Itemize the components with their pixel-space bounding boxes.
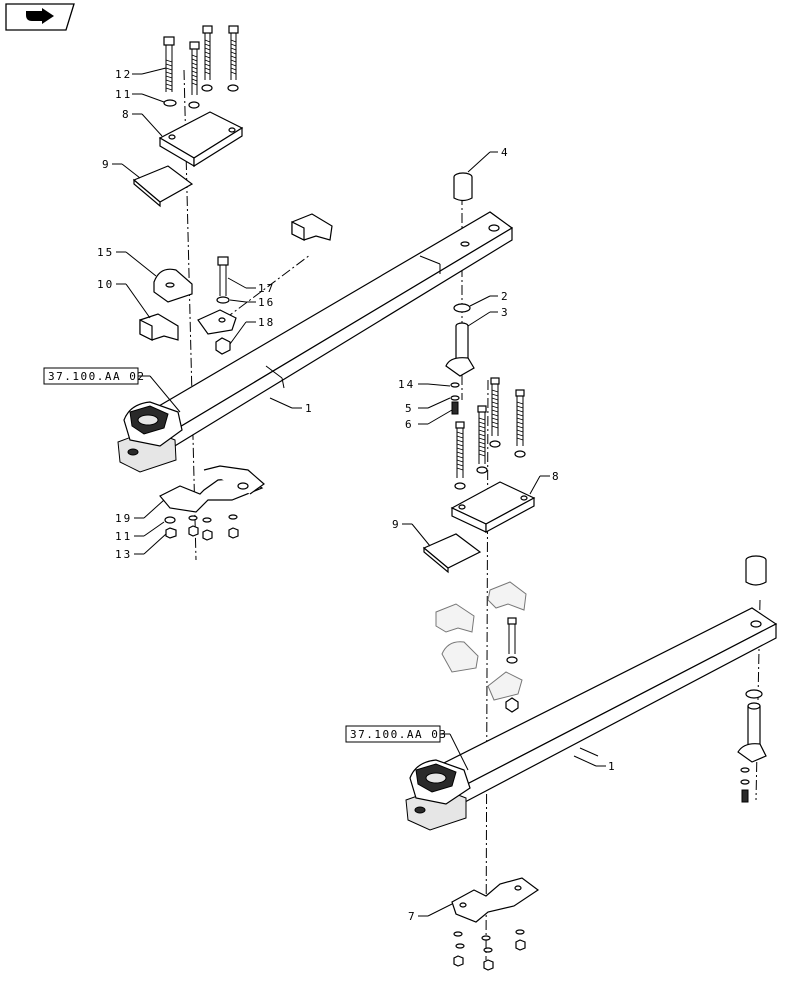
callout-4: 4: [467, 146, 510, 173]
drawbar-1-top: [133, 211, 514, 456]
svg-text:18: 18: [258, 316, 275, 329]
washer: [201, 84, 213, 92]
svg-text:19: 19: [115, 512, 132, 525]
reference-text-bottom: 37.100.AA 03: [350, 728, 447, 741]
bushing-right: [737, 555, 767, 803]
callout-9-top: 9: [102, 158, 141, 179]
nut-18: [215, 337, 231, 355]
nav-arrow-icon: [26, 8, 54, 24]
callout-14: 14: [398, 378, 451, 391]
svg-text:9: 9: [102, 158, 111, 171]
svg-text:10: 10: [97, 278, 114, 291]
spring-bolt-b: [228, 25, 239, 80]
bracket-plate-19: [159, 465, 265, 513]
callout-1-bottom: 1: [573, 755, 617, 773]
callout-13: 13: [115, 533, 167, 561]
svg-text:17: 17: [258, 282, 275, 295]
callout-8-bottom: 8: [529, 470, 561, 495]
bolt-12: [163, 36, 175, 92]
bracket-plate-7: [451, 877, 540, 923]
pad-9-bottom: [422, 533, 482, 574]
centerline-right: [755, 599, 761, 801]
callout-3: 3: [467, 306, 510, 327]
callout-2: 2: [469, 290, 510, 307]
centerline-bottom: [485, 379, 489, 961]
fastener-stack-19: [164, 514, 239, 541]
wedge-plate: [197, 309, 237, 335]
svg-text:7: 7: [408, 910, 417, 923]
drawbar-1-bottom: [416, 607, 778, 813]
callout-9-bottom: 9: [392, 518, 431, 547]
spring-bolt-c: [189, 41, 200, 95]
callout-15: 15: [97, 246, 157, 277]
callout-10: 10: [97, 278, 151, 319]
callout-8-top: 8: [122, 108, 163, 137]
callout-7: 7: [408, 903, 453, 923]
svg-text:8: 8: [552, 470, 561, 483]
ghost-spacers: [435, 581, 527, 713]
svg-text:13: 13: [115, 548, 132, 561]
washer-11: [163, 99, 177, 107]
washer: [188, 101, 200, 109]
svg-text:15: 15: [97, 246, 114, 259]
spacer-10: [139, 313, 179, 341]
coupler-head-bottom: [405, 759, 471, 831]
svg-text:2: 2: [501, 290, 510, 303]
svg-text:5: 5: [405, 402, 414, 415]
callout-19: 19: [115, 499, 165, 525]
svg-text:8: 8: [122, 108, 131, 121]
wedge-block-15: [153, 268, 193, 303]
svg-text:3: 3: [501, 306, 510, 319]
pad-9: [132, 165, 194, 208]
washer-16: [216, 296, 230, 304]
svg-text:12: 12: [115, 68, 132, 81]
nav-arrow-button[interactable]: [5, 3, 75, 31]
svg-text:11: 11: [115, 88, 132, 101]
washer: [227, 84, 239, 92]
bushing-4: [453, 172, 473, 202]
svg-text:1: 1: [305, 402, 314, 415]
clamp-plate-8: [158, 111, 244, 168]
svg-text:1: 1: [608, 760, 617, 773]
callout-5: 5: [405, 397, 451, 415]
reference-box-bottom[interactable]: 37.100.AA 03: [345, 725, 469, 771]
callout-1-top: 1: [269, 397, 314, 415]
washer-2: [453, 303, 471, 313]
svg-text:9: 9: [392, 518, 401, 531]
callout-6: 6: [405, 409, 453, 431]
clamp-plate-8-bottom: [450, 481, 536, 534]
lock-clip-14-5-6: [450, 382, 460, 415]
spacer-block: [291, 213, 333, 241]
callout-16: 16: [229, 296, 275, 309]
svg-text:11: 11: [115, 530, 132, 543]
svg-text:16: 16: [258, 296, 275, 309]
reference-box-top[interactable]: 37.100.AA 02: [43, 367, 181, 413]
spring-bolts-middle: [454, 377, 526, 490]
callout-12: 12: [115, 67, 167, 81]
callout-18: 18: [229, 316, 275, 345]
callout-11-bottom: 11: [115, 521, 165, 543]
svg-text:4: 4: [501, 146, 510, 159]
svg-text:14: 14: [398, 378, 415, 391]
bolt-17: [217, 256, 229, 296]
svg-text:6: 6: [405, 418, 414, 431]
reference-text-top: 37.100.AA 02: [48, 370, 145, 383]
coupler-head-top: [117, 401, 183, 473]
callout-17: 17: [227, 277, 275, 295]
callout-11-top: 11: [115, 88, 165, 103]
pin-3: [445, 322, 475, 377]
spring-bolt-a: [202, 25, 213, 80]
fastener-stack-7: [453, 929, 526, 971]
